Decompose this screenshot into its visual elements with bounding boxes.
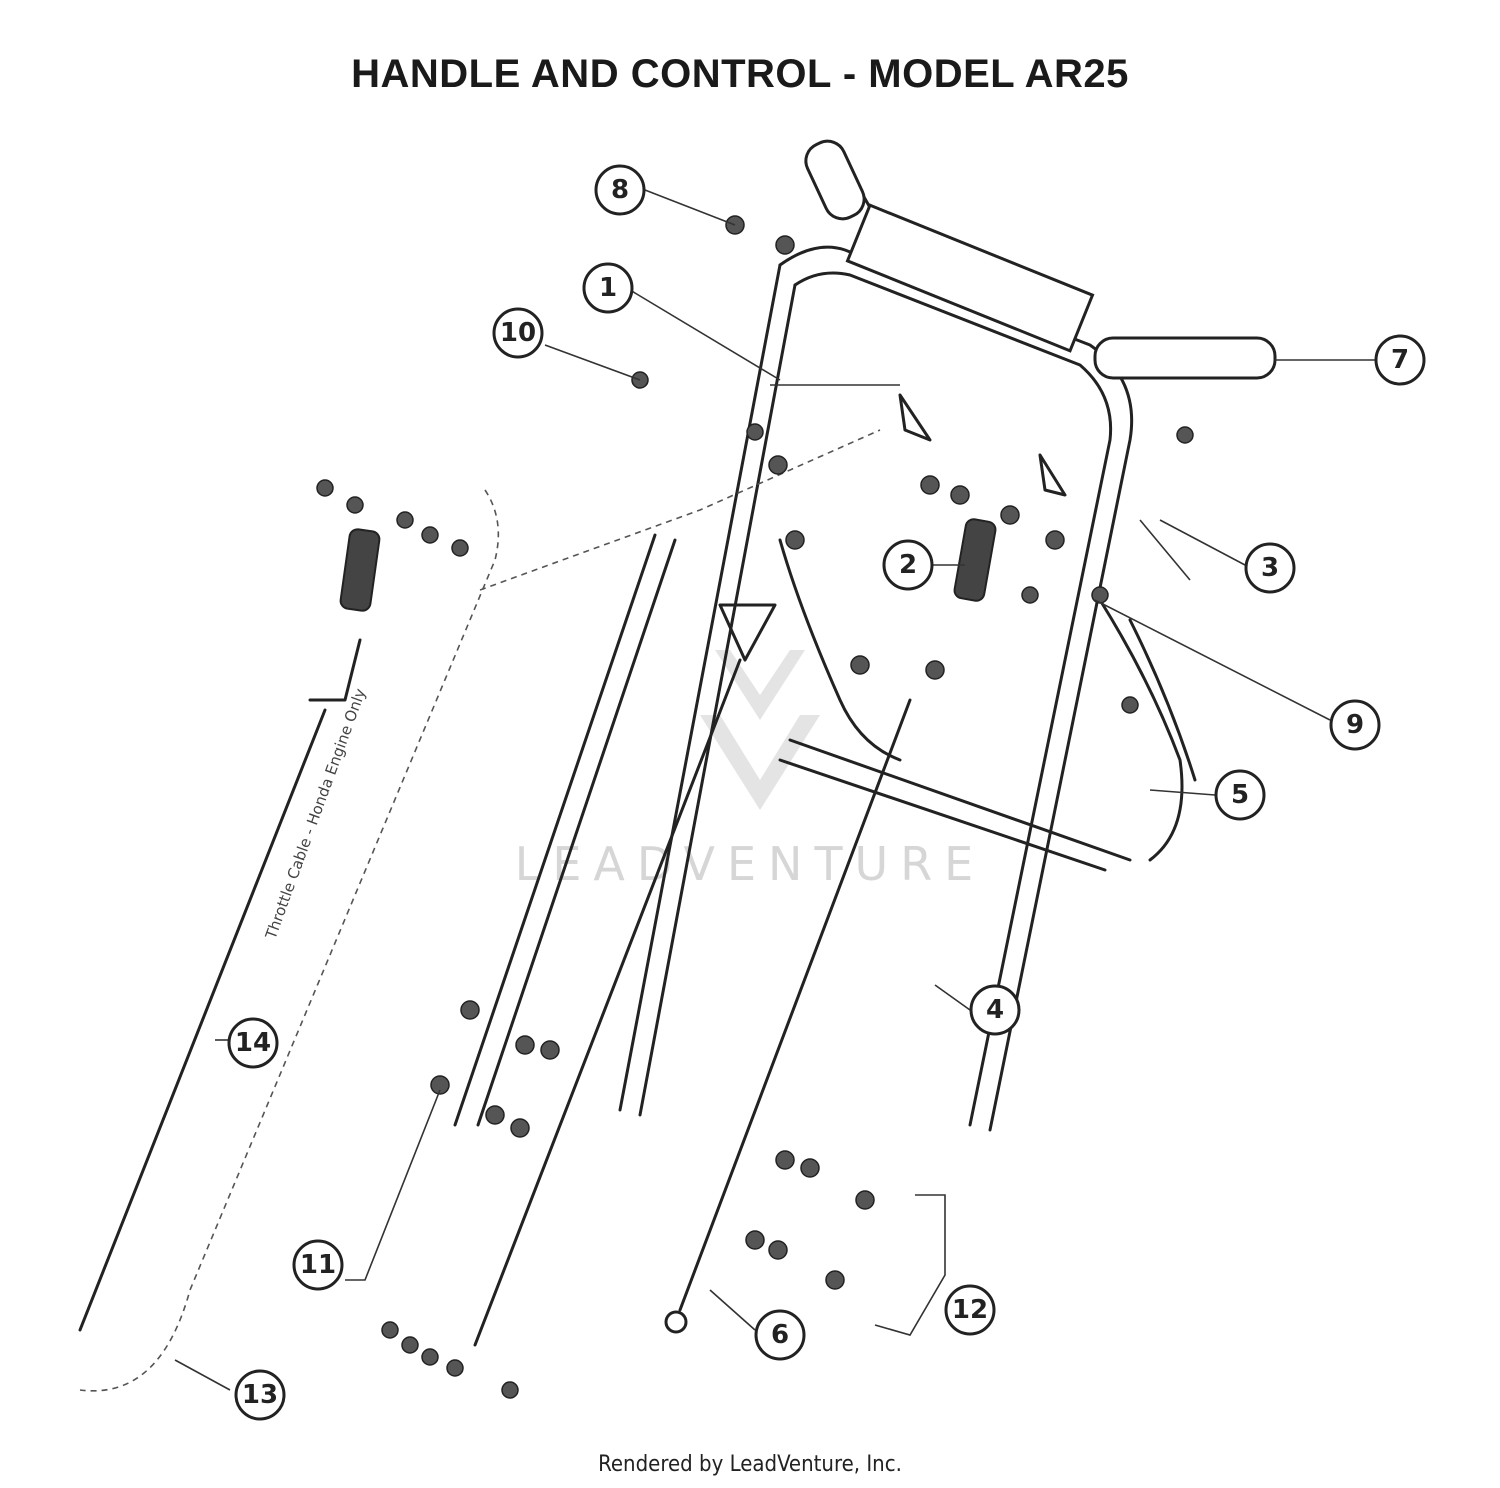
callout-label: 9	[1346, 710, 1364, 740]
footer-credit: Rendered by LeadVenture, Inc.	[598, 1452, 902, 1477]
watermark-text: LEADVENTURE	[515, 837, 986, 891]
control-brackets	[308, 393, 1191, 702]
lower-handle	[453, 533, 1132, 1127]
bail-bar	[778, 538, 1197, 862]
callout-14[interactable]: 14	[227, 1017, 279, 1069]
callout-2[interactable]: 2	[882, 539, 934, 591]
callout-11[interactable]: 11	[292, 1239, 344, 1291]
watermark: LEADVENTURE	[515, 650, 986, 891]
throttle-cable-outline	[79, 489, 500, 1392]
upper-handle	[618, 139, 1277, 1132]
callout-label: 4	[986, 995, 1004, 1025]
callout-3[interactable]: 3	[1244, 542, 1296, 594]
callout-label: 14	[235, 1028, 271, 1058]
callout-label: 1	[599, 273, 617, 303]
callout-label: 11	[300, 1250, 336, 1280]
throttle-cable-route	[479, 429, 881, 591]
callout-label: 13	[242, 1380, 278, 1410]
callout-label: 7	[1391, 345, 1409, 375]
callout-label: 2	[899, 550, 917, 580]
throttle-cable-note: Throttle Cable - Honda Engine Only	[262, 686, 370, 942]
callout-6[interactable]: 6	[754, 1309, 806, 1361]
callout-9[interactable]: 9	[1329, 699, 1381, 751]
leader-lines	[174, 189, 1375, 1391]
callout-5[interactable]: 5	[1214, 769, 1266, 821]
callout-13[interactable]: 13	[234, 1369, 286, 1421]
diagram-title: HANDLE AND CONTROL - MODEL AR25	[351, 52, 1129, 96]
callout-label: 3	[1261, 553, 1279, 583]
callout-8[interactable]: 8	[594, 164, 646, 216]
callout-label: 10	[500, 318, 536, 348]
callout-4[interactable]: 4	[969, 984, 1021, 1036]
callout-label: 6	[771, 1320, 789, 1350]
callout-7[interactable]: 7	[1374, 334, 1426, 386]
callout-label: 12	[952, 1295, 988, 1325]
callout-1[interactable]: 1	[582, 262, 634, 314]
callout-label: 8	[611, 175, 629, 205]
cables	[78, 384, 912, 1347]
hardware	[316, 215, 1194, 1399]
callout-12[interactable]: 12	[944, 1284, 996, 1336]
callout-label: 5	[1231, 780, 1249, 810]
exploded-parts-diagram: LEADVENTURE	[78, 139, 1426, 1421]
callout-10[interactable]: 10	[492, 307, 544, 359]
